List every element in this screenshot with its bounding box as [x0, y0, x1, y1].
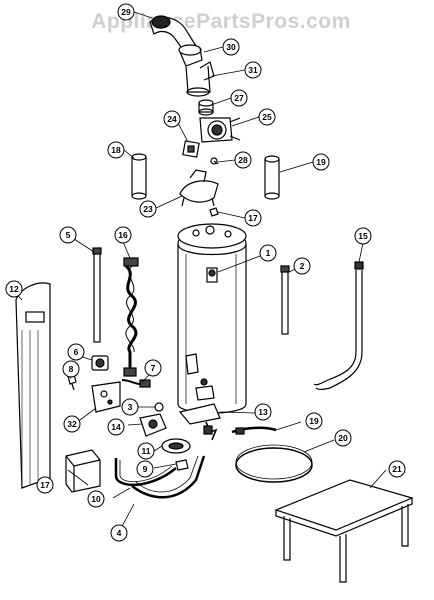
orifice-part-9 — [175, 459, 189, 471]
callout-6: 6 — [67, 343, 85, 361]
nipple-part-19-right — [264, 155, 280, 200]
svg-text:29: 29 — [121, 7, 131, 17]
svg-text:23: 23 — [143, 204, 153, 214]
svg-text:4: 4 — [117, 528, 122, 538]
callout-23: 23 — [139, 200, 157, 218]
svg-text:11: 11 — [142, 446, 151, 456]
callout-21: 20 — [334, 429, 352, 447]
jacket-cover-part-12 — [15, 282, 51, 489]
svg-text:14: 14 — [111, 422, 121, 432]
svg-text:13: 13 — [258, 407, 268, 417]
callout-16: 16 — [114, 226, 132, 244]
svg-text:17: 17 — [40, 480, 50, 490]
callouts: 29 30 31 27 25 24 28 18 19 23 17 5 16 1 … — [5, 3, 406, 542]
svg-text:7: 7 — [151, 363, 156, 373]
svg-text:17: 17 — [248, 213, 258, 223]
callout-22: 21 — [388, 460, 406, 478]
svg-text:2: 2 — [300, 261, 305, 271]
blower-assembly-part-25 — [199, 117, 241, 143]
callout-15: 15 — [354, 227, 372, 245]
callout-32: 32 — [63, 415, 81, 433]
svg-text:9: 9 — [143, 464, 148, 474]
water-heater-tank — [177, 223, 247, 414]
svg-text:30: 30 — [226, 42, 236, 52]
burner-door-part-20 — [231, 426, 277, 435]
callout-9: 9 — [136, 460, 154, 478]
callout-18: 17 — [244, 209, 262, 227]
vent-pipe-part-31 — [185, 61, 215, 97]
control-box-part-17 — [65, 449, 101, 493]
svg-text:24: 24 — [167, 114, 177, 124]
callout-14: 14 — [107, 418, 125, 436]
svg-text:28: 28 — [238, 155, 248, 165]
svg-text:15: 15 — [358, 231, 368, 241]
svg-text:10: 10 — [91, 494, 101, 504]
wire-harness-part-7 — [121, 379, 151, 388]
igniter-bracket-part-32 — [91, 381, 121, 413]
callout-25: 25 — [258, 108, 276, 126]
svg-text:27: 27 — [234, 93, 244, 103]
manifold-tube-part-10 — [114, 458, 177, 487]
callout-3: 3 — [121, 398, 139, 416]
svg-text:8: 8 — [69, 364, 74, 374]
band-part-21 — [235, 444, 313, 483]
callout-29: 29 — [117, 3, 135, 21]
svg-text:6: 6 — [74, 347, 79, 357]
callout-10: 10 — [87, 490, 105, 508]
gasket-part-24 — [182, 140, 200, 158]
svg-text:19: 19 — [316, 157, 326, 167]
pilot-tube-part-4 — [131, 455, 206, 499]
callout-27: 27 — [230, 89, 248, 107]
callout-7: 7 — [144, 359, 162, 377]
svg-text:1: 1 — [266, 248, 271, 258]
anode-rod-part-5 — [92, 247, 102, 343]
svg-text:3: 3 — [128, 402, 133, 412]
thermocouple-part-13 — [178, 403, 221, 441]
dip-tube-part-2 — [280, 265, 290, 335]
washer-part-3 — [154, 402, 164, 412]
callout-12: 12 — [5, 280, 23, 298]
draft-hood-collar-part-27 — [198, 99, 214, 116]
screw-part-28 — [210, 157, 219, 165]
callout-30: 30 — [222, 38, 240, 56]
vent-pipe-part-30 — [178, 44, 203, 67]
draft-hood-part-23 — [179, 169, 219, 207]
clip-part-18 — [209, 207, 219, 217]
thermostat-knob-part-6 — [91, 355, 109, 371]
callout-24: 24 — [163, 110, 181, 128]
svg-text:12: 12 — [9, 284, 19, 294]
callout-11: 11 — [137, 442, 155, 460]
callout-1: 1 — [259, 244, 277, 262]
callout-4: 4 — [110, 524, 128, 542]
stand-part-22 — [274, 479, 414, 583]
callout-5: 5 — [59, 226, 77, 244]
callout-20: 19 — [305, 412, 323, 430]
callout-31: 31 — [244, 61, 262, 79]
callout-19-left: 18 — [107, 141, 125, 159]
svg-text:5: 5 — [66, 230, 71, 240]
svg-text:16: 16 — [118, 230, 128, 240]
svg-text:25: 25 — [262, 112, 272, 122]
callout-2: 2 — [293, 257, 311, 275]
nipple-part-19-left — [131, 153, 147, 200]
svg-text:32: 32 — [67, 419, 77, 429]
burner-part-11 — [161, 438, 191, 454]
gas-valve-part-14 — [139, 413, 167, 437]
flex-connector-part-16 — [123, 257, 139, 377]
callout-19-right: 19 — [312, 153, 330, 171]
callout-13: 13 — [254, 403, 272, 421]
svg-text:31: 31 — [248, 65, 258, 75]
callout-8: 8 — [62, 360, 80, 378]
svg-text:18: 18 — [111, 145, 121, 155]
drain-hose-part-15 — [313, 261, 364, 391]
svg-text:19: 19 — [309, 416, 319, 426]
callout-17: 17 — [36, 476, 54, 494]
svg-text:21: 21 — [392, 464, 402, 474]
callout-28: 28 — [234, 151, 252, 169]
svg-text:20: 20 — [338, 433, 348, 443]
